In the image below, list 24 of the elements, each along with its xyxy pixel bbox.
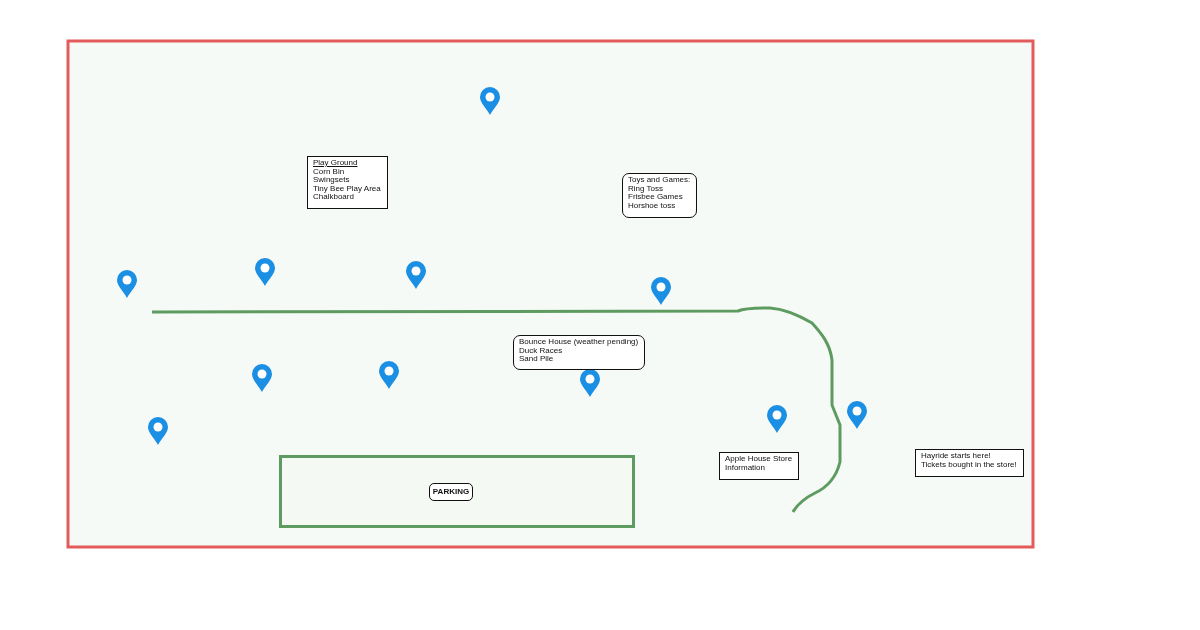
info-line: Duck Races bbox=[519, 346, 564, 355]
info-line: Ring Toss bbox=[628, 184, 664, 193]
parking-area bbox=[279, 455, 635, 528]
info-line: Swingsets bbox=[313, 176, 351, 184]
info-line: Information bbox=[725, 463, 767, 472]
info-box bbox=[513, 335, 646, 370]
info-line: Toys and Games: bbox=[628, 176, 691, 184]
info-line: Hayride starts here! bbox=[921, 452, 992, 460]
info-line: Horshoe toss bbox=[628, 201, 677, 210]
info-line: Apple House Store bbox=[725, 455, 793, 463]
info-box bbox=[622, 173, 698, 218]
info-line: Bounce House (weather pending) bbox=[519, 338, 639, 347]
info-line: Sand Pile bbox=[519, 355, 555, 364]
info-box bbox=[307, 156, 388, 209]
info-line: Frisbee Games bbox=[628, 193, 684, 202]
parking-sign bbox=[429, 483, 473, 501]
info-box bbox=[719, 452, 800, 480]
info-line: Tiny Bee Play Area bbox=[313, 184, 381, 193]
info-line: Chalkboard bbox=[313, 193, 354, 202]
info-line: Corn Bin bbox=[313, 167, 346, 176]
area-heading: Play Ground bbox=[313, 159, 359, 167]
info-line: Tickets bought in the store! bbox=[921, 460, 1017, 469]
area-label: PARKING bbox=[432, 487, 470, 497]
info-box bbox=[915, 449, 1024, 477]
